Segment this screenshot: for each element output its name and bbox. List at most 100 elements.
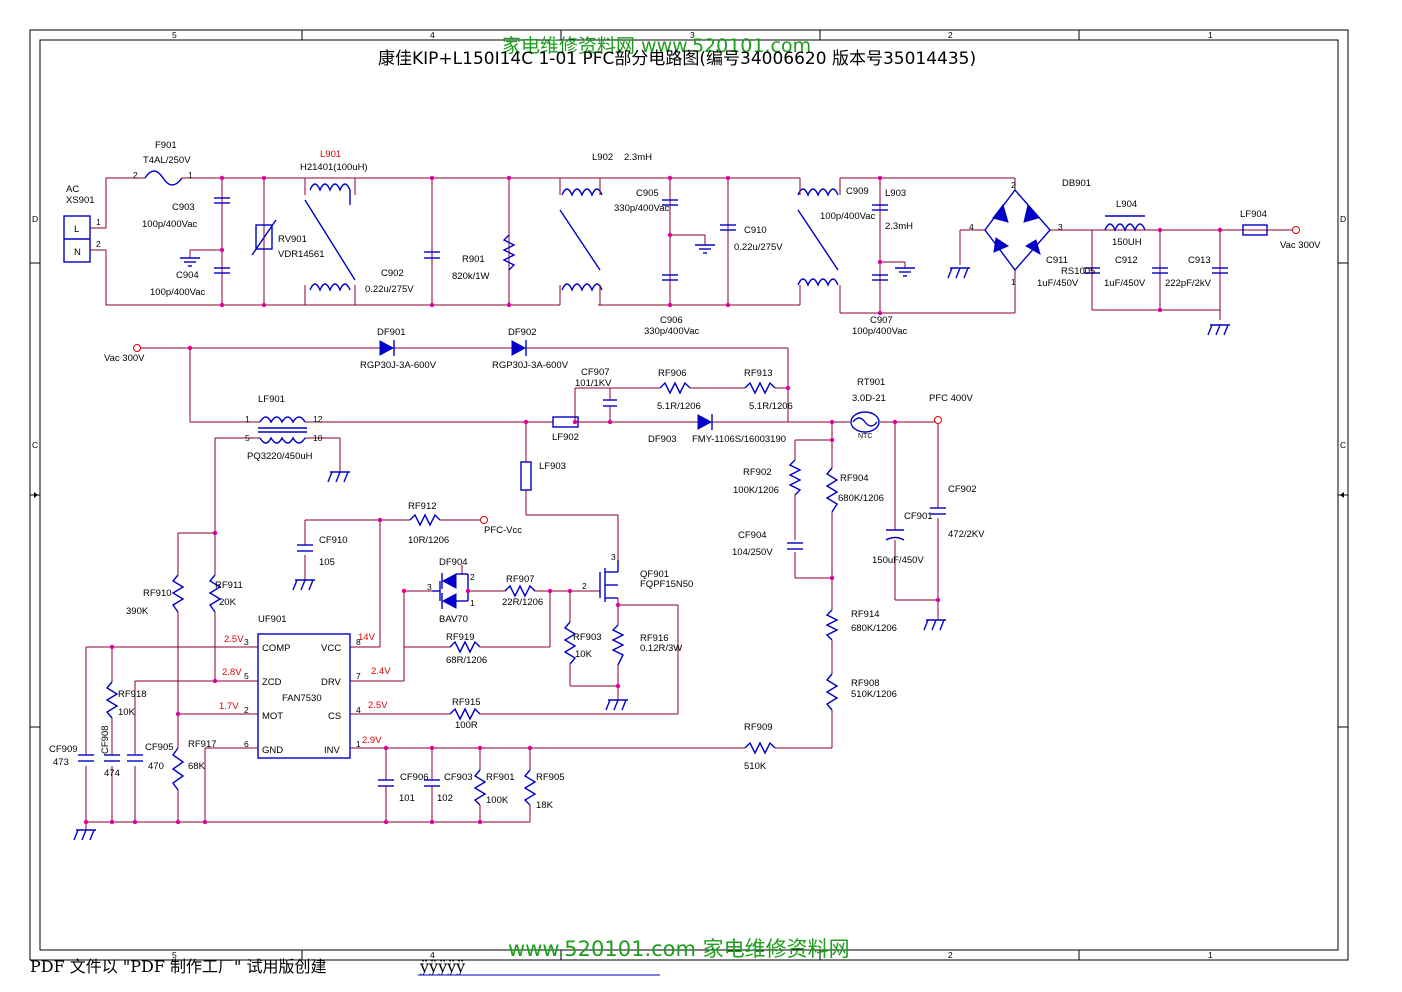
qf901-ref: QF901 — [640, 569, 669, 580]
connector-ref: XS901 — [66, 195, 95, 206]
rf910-value: 390K — [126, 606, 149, 617]
rf910-ref: RF910 — [143, 588, 172, 599]
c905-value: 330p/400Vac — [614, 203, 670, 214]
svg-text:5: 5 — [244, 671, 249, 681]
cf906-ref: CF906 — [400, 772, 429, 783]
connector-name: AC — [66, 184, 79, 195]
svg-text:4: 4 — [356, 705, 361, 715]
resistor-rf909: RF909 510K — [744, 722, 776, 772]
resistor-rf905: RF905 18K — [523, 769, 565, 811]
resistor-rf908: RF908 510K/1206 — [825, 673, 897, 711]
watermark-top: 家电维修资料网 www.520101.com — [502, 35, 811, 57]
capacitor-cf906: CF906 101 — [378, 772, 429, 804]
ic-pin-drv: DRV — [321, 677, 342, 688]
c906-value: 330p/400Vac — [644, 326, 700, 337]
frame-col-4-bottom: 4 — [430, 950, 435, 960]
resistor-rf903: RF903 10K — [563, 621, 602, 665]
svg-text:7: 7 — [356, 671, 361, 681]
connector-pin-n: N — [74, 247, 81, 258]
c907-ref: C907 — [870, 315, 893, 326]
resistor-rf906: RF906 5.1R/1206 — [657, 368, 701, 412]
rf912-ref: RF912 — [408, 501, 437, 512]
fuse-f901: F901 T4AL/250V 2 1 — [133, 140, 193, 186]
rf915-value: 100R — [455, 720, 478, 731]
inductor-lf901: LF901 PQ3220/450uH 1 12 5 10 — [245, 394, 323, 462]
cf905-ref: CF905 — [145, 742, 174, 753]
ic-pin-cs: CS — [328, 711, 341, 722]
c906-ref: C906 — [660, 315, 683, 326]
svg-text:2: 2 — [582, 581, 587, 591]
capacitor-cf907: CF907 101/1KV — [575, 367, 617, 422]
frame-row-d: D — [32, 214, 38, 224]
svg-text:2: 2 — [244, 705, 249, 715]
f901-value: T4AL/250V — [143, 155, 191, 166]
df904-ref: DF904 — [439, 557, 468, 568]
capacitor-c903: C903 100p/400Vac — [142, 197, 230, 230]
resistor-r901: R901 820k/1W — [452, 234, 516, 282]
footer-text: PDF 文件以 "PDF 制作工厂" 试用版创建 — [30, 957, 326, 976]
diode-df903: DF903 FMY-1106S/16003190 — [648, 414, 786, 445]
ic-pin-gnd: GND — [262, 745, 283, 756]
voltage-mot: 1.7V — [219, 701, 239, 712]
frame-col-5: 5 — [172, 30, 177, 40]
ic-pin-zcd: ZCD — [262, 677, 282, 688]
c902-value: 0.22u/275V — [365, 284, 414, 295]
capacitor-cf908: CF908 474 — [100, 725, 120, 779]
connector-pin1: 1 — [96, 217, 101, 227]
frame-col-1-bottom: 1 — [1208, 950, 1213, 960]
earth-ground-symbol — [73, 822, 96, 841]
lf901-value: PQ3220/450uH — [247, 451, 313, 462]
rf915-ref: RF915 — [452, 697, 481, 708]
ic-pin-vcc: VCC — [321, 643, 341, 654]
capacitor-cf904: CF904 104/250V — [732, 530, 803, 558]
cf902-value: 472/2KV — [948, 529, 985, 540]
f901-ref: F901 — [155, 140, 177, 151]
choke-l901: L901 H21401(100uH) — [300, 149, 368, 305]
rf908-ref: RF908 — [851, 678, 880, 689]
rf913-ref: RF913 — [744, 368, 773, 379]
c903-value: 100p/400Vac — [142, 219, 198, 230]
c910-value: 0.22u/275V — [734, 242, 783, 253]
rf907-ref: RF907 — [506, 574, 535, 585]
drawing-frame: 5 4 3 2 1 5 4 2 1 D C D C — [29, 29, 1349, 961]
lf901-ref: LF901 — [258, 394, 285, 405]
c911-ref: C911 — [1046, 255, 1068, 266]
resistor-rf902: RF902 100K/1206 — [733, 459, 802, 496]
rf919-ref: RF919 — [446, 632, 475, 643]
svg-text:5: 5 — [245, 433, 250, 443]
rf902-ref: RF902 — [743, 467, 772, 478]
inductor-l904: L904 150UH — [1104, 199, 1146, 248]
capacitor-c913: C913 222pF/2kV — [1165, 255, 1228, 289]
rf916-ref: RF916 — [640, 633, 669, 644]
svg-text:2: 2 — [133, 170, 138, 180]
capacitor-cf902: CF902 472/2KV — [930, 484, 985, 540]
rf911-value: 20K — [219, 597, 237, 608]
capacitor-c904: C904 100p/400Vac — [150, 267, 230, 298]
c905-ref: C905 — [636, 188, 659, 199]
resistor-rf913: RF913 5.1R/1206 — [744, 368, 793, 412]
ferrite-lf903: LF903 — [520, 461, 566, 491]
l901-ref: L901 — [320, 149, 341, 160]
l904-value: 150UH — [1112, 237, 1142, 248]
r901-ref: R901 — [462, 254, 485, 265]
rf918-ref: RF918 — [118, 689, 147, 700]
capacitor-cf909: CF909 473 — [49, 744, 94, 768]
ferrite-lf902: LF902 — [552, 416, 579, 443]
resistor-rf911: RF911 20K — [208, 574, 243, 613]
rf917-value: 68K — [188, 761, 206, 772]
rf906-ref: RF906 — [658, 368, 687, 379]
capacitor-cf910: CF910 105 — [297, 535, 348, 568]
frame-col-4: 4 — [430, 30, 435, 40]
earth-ground-symbol — [895, 262, 915, 277]
frame-col-2: 2 — [948, 30, 953, 40]
pfc400-label: PFC 400V — [929, 393, 973, 404]
ic-pin-comp: COMP — [262, 643, 291, 654]
watermark-bottom: www.520101.com 家电维修资料网 — [508, 937, 850, 961]
df901-value: RGP30J-3A-600V — [360, 360, 437, 371]
earth-ground-symbol — [292, 579, 315, 591]
df904-value: BAV70 — [439, 614, 468, 625]
c904-value: 100p/400Vac — [150, 287, 206, 298]
c903-ref: C903 — [172, 202, 195, 213]
earth-ground-symbol — [327, 471, 350, 483]
